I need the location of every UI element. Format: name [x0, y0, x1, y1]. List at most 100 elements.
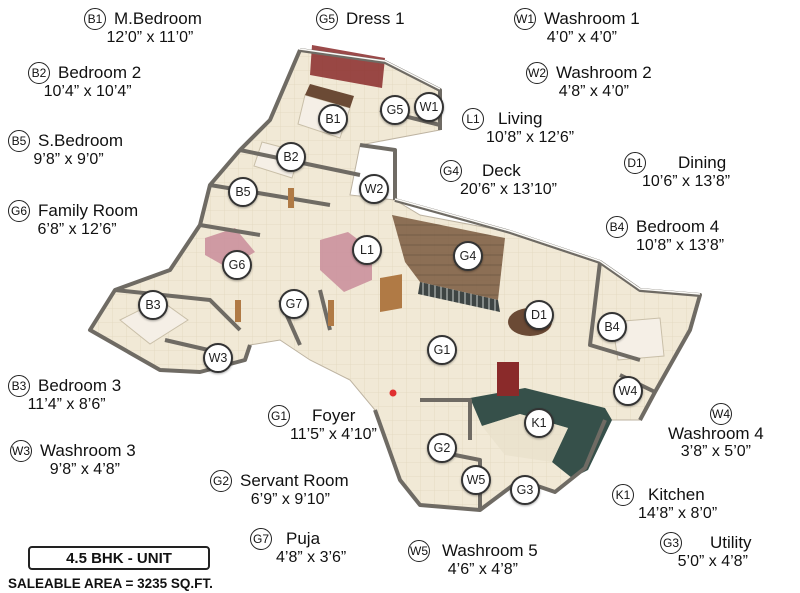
deck-area	[392, 215, 505, 312]
pin-g4: G4	[453, 241, 483, 271]
room-dims: 4’8” x 4’0”	[558, 83, 629, 100]
legend-d1: D1 Dining 10’6” x 13’8”	[624, 152, 730, 191]
pin-w1: W1	[414, 92, 444, 122]
badge-w1: W1	[514, 8, 536, 30]
room-dims: 4’8” x 3’6”	[276, 549, 347, 566]
badge-d1: D1	[624, 152, 646, 174]
pin-w4: W4	[613, 376, 643, 406]
pin-b5: B5	[228, 177, 258, 207]
room-name: Deck	[482, 161, 521, 180]
legend-k1: K1 Kitchen 14’8” x 8’0”	[612, 484, 717, 523]
pantry-cabinet	[497, 362, 519, 396]
room-dims: 6’8” x 12’6”	[37, 221, 117, 238]
room-name: Bedroom 2	[58, 63, 142, 82]
legend-g1: G1 Foyer 11’5” x 4’10”	[268, 405, 377, 444]
badge-b1: B1	[84, 8, 106, 30]
room-dims: 14’8” x 8’0”	[638, 505, 718, 522]
room-name: Foyer	[312, 406, 356, 425]
doors	[235, 188, 402, 326]
badge-g2: G2	[210, 470, 232, 492]
room-name: Bedroom 4	[636, 217, 720, 236]
badge-b2: B2	[28, 62, 50, 84]
room-name: Family Room	[38, 201, 139, 220]
pin-d1: D1	[524, 300, 554, 330]
pin-g3: G3	[510, 475, 540, 505]
pin-g2: G2	[427, 433, 457, 463]
room-dims: 10’8” x 13’8”	[636, 237, 725, 254]
room-name: Washroom 4	[668, 424, 764, 443]
badge-g7: G7	[250, 528, 272, 550]
room-name: Dining	[678, 153, 727, 172]
legend-g2: G2 Servant Room 6’9” x 9’10”	[210, 470, 349, 509]
badge-g3: G3	[660, 532, 682, 554]
room-name: S.Bedroom	[38, 131, 124, 150]
room-dims: 4’6” x 4’8”	[447, 561, 518, 578]
pin-g1: G1	[427, 335, 457, 365]
room-dims: 5’0” x 4’8”	[677, 553, 748, 570]
room-dims: 11’5” x 4’10”	[290, 426, 377, 443]
legend-b5: B5 S.Bedroom 9’8” x 9’0”	[8, 130, 123, 169]
room-name: Washroom 2	[556, 63, 652, 82]
badge-b3: B3	[8, 375, 30, 397]
room-dims: 9’8” x 9’0”	[33, 151, 104, 168]
pin-b2: B2	[276, 142, 306, 172]
room-name: Puja	[286, 529, 321, 548]
room-dims: 9’8” x 4’8”	[49, 461, 120, 478]
badge-w2: W2	[526, 62, 548, 84]
legend-g3: G3 Utility 5’0” x 4’8”	[660, 532, 752, 571]
room-name: Washroom 3	[40, 441, 136, 460]
badge-g5: G5	[316, 8, 338, 30]
room-name: Bedroom 3	[38, 376, 122, 395]
badge-w3: W3	[10, 440, 32, 462]
badge-b4: B4	[606, 216, 628, 238]
pin-b4: B4	[597, 312, 627, 342]
legend-w2: W2 Washroom 2 4’8” x 4’0”	[526, 62, 652, 101]
badge-l1: L1	[462, 108, 484, 130]
legend-b1: B1 M.Bedroom 12’0” x 11’0”	[84, 8, 202, 47]
legend-w5: W5 Washroom 5 4’6” x 4’8”	[408, 540, 538, 579]
room-name: Living	[498, 109, 543, 128]
legend-g4: G4 Deck 20’6” x 13’10”	[440, 160, 557, 199]
legend-w3: W3 Washroom 3 9’8” x 4’8”	[10, 440, 136, 479]
room-dims: 4’0” x 4’0”	[546, 29, 617, 46]
room-dims: 10’4” x 10’4”	[43, 83, 132, 100]
badge-g1: G1	[268, 405, 290, 427]
pin-b3: B3	[138, 290, 168, 320]
pin-g7: G7	[279, 289, 309, 319]
pin-g5: G5	[380, 95, 410, 125]
badge-w5: W5	[408, 540, 430, 562]
legend-b2: B2 Bedroom 2 10’4” x 10’4”	[28, 62, 141, 101]
room-name: Utility	[710, 533, 752, 552]
badge-b5: B5	[8, 130, 30, 152]
room-dims: 12’0” x 11’0”	[106, 29, 194, 46]
room-dims: 6’9” x 9’10”	[250, 491, 330, 508]
badge-g4: G4	[440, 160, 462, 182]
room-name: Servant Room	[240, 471, 349, 490]
legend-b4: B4 Bedroom 4 10’8” x 13’8”	[606, 216, 724, 255]
room-dims: 10’6” x 13’8”	[642, 173, 731, 190]
room-name: Washroom 1	[544, 9, 640, 28]
badge-k1: K1	[612, 484, 634, 506]
pin-b1: B1	[318, 104, 348, 134]
pin-k1: K1	[524, 408, 554, 438]
room-name: Kitchen	[648, 485, 705, 504]
room-dims: 10’8” x 12’6”	[486, 129, 575, 146]
legend-g7: G7 Puja 4’8” x 3’6”	[250, 528, 346, 567]
entry-marker	[389, 389, 397, 397]
room-name: Washroom 5	[442, 541, 538, 560]
pin-w5: W5	[461, 465, 491, 495]
room-dims: 3’8” x 5’0”	[680, 443, 751, 460]
legend-w1: W1 Washroom 1 4’0” x 4’0”	[514, 8, 640, 47]
unit-type-label: 4.5 BHK - UNIT	[28, 546, 210, 570]
legend-l1: L1 Living 10’8” x 12’6”	[462, 108, 574, 147]
pin-w2: W2	[359, 174, 389, 204]
room-dims: 11’4” x 8’6”	[27, 396, 106, 413]
pin-w3: W3	[203, 343, 233, 373]
room-name: M.Bedroom	[114, 9, 202, 28]
saleable-area-text: SALEABLE AREA = 3235 SQ.FT.	[8, 576, 213, 591]
room-dims: 20’6” x 13’10”	[460, 181, 557, 198]
room-name: Dress 1	[346, 9, 405, 28]
legend-g5: G5 Dress 1	[316, 8, 405, 30]
